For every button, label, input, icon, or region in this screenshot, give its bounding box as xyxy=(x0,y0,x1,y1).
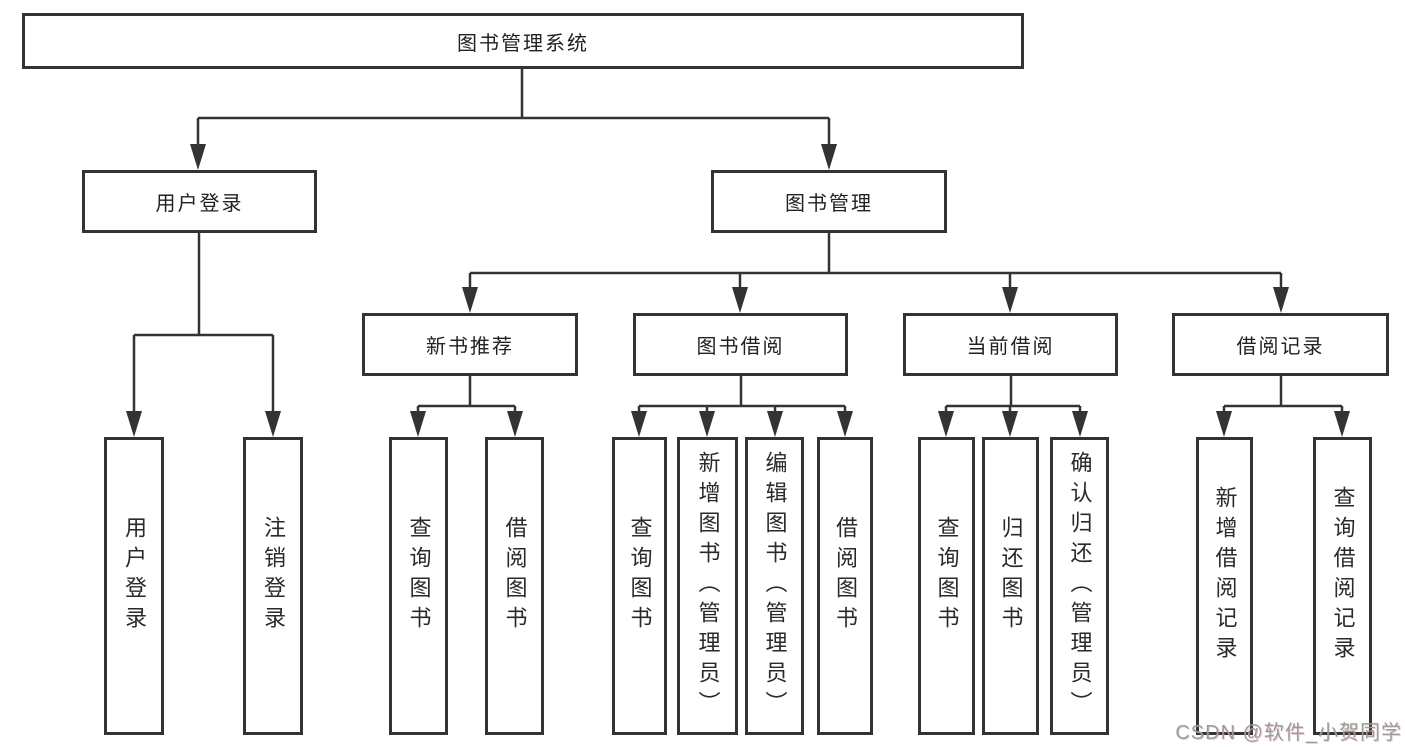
leaf-add-borrow-record: 新增借阅记录 xyxy=(1196,437,1253,735)
leaf-query-borrow-record: 查询借阅记录 xyxy=(1313,437,1372,735)
leaf-return-books: 归还图书 xyxy=(982,437,1039,735)
node-label: 借阅图书 xyxy=(502,516,528,636)
leaf-borrow-books-borrowing: 借阅图书 xyxy=(817,437,873,735)
node-label: 当前借阅 xyxy=(966,336,1055,358)
leaf-query-books-borrowing: 查询图书 xyxy=(612,437,667,735)
node-label: 借阅图书 xyxy=(833,516,858,636)
node-label: 归还图书 xyxy=(998,516,1024,636)
node-label: 确认归还（管理员） xyxy=(1067,451,1093,721)
leaf-logout: 注销登录 xyxy=(243,437,303,735)
leaf-edit-book-admin: 编辑图书（管理员） xyxy=(745,437,804,735)
node-library-management-system: 图书管理系统 xyxy=(22,13,1024,69)
node-label: 用户登录 xyxy=(122,516,147,636)
node-label: 新书推荐 xyxy=(426,336,514,358)
leaf-add-book-admin: 新增图书（管理员） xyxy=(677,437,738,735)
node-label: 查询图书 xyxy=(406,516,432,636)
leaf-confirm-return-admin: 确认归还（管理员） xyxy=(1050,437,1109,735)
node-label: 注销登录 xyxy=(261,516,286,636)
node-label: 查询借阅记录 xyxy=(1330,486,1356,666)
node-label: 查询图书 xyxy=(627,516,653,636)
node-label: 查询图书 xyxy=(934,516,960,636)
csdn-watermark: CSDN @软件_小贺同学 xyxy=(1175,722,1402,744)
node-label: 新增借阅记录 xyxy=(1212,486,1238,666)
node-label: 图书管理 xyxy=(785,193,873,215)
node-label: 用户登录 xyxy=(155,193,244,215)
node-new-book-recommendation: 新书推荐 xyxy=(362,313,578,376)
leaf-query-books-current: 查询图书 xyxy=(918,437,975,735)
leaf-borrow-books-recommend: 借阅图书 xyxy=(485,437,544,735)
node-label: 编辑图书（管理员） xyxy=(762,451,788,721)
leaf-user-login: 用户登录 xyxy=(104,437,164,735)
node-label: 图书借阅 xyxy=(696,336,785,358)
node-current-borrowing: 当前借阅 xyxy=(903,313,1118,376)
node-book-borrowing: 图书借阅 xyxy=(633,313,848,376)
node-label: 借阅记录 xyxy=(1236,336,1325,358)
node-label: 图书管理系统 xyxy=(457,32,589,55)
node-user-login: 用户登录 xyxy=(82,170,317,233)
leaf-query-books-recommend: 查询图书 xyxy=(389,437,448,735)
node-borrowing-records: 借阅记录 xyxy=(1172,313,1389,376)
node-label: 新增图书（管理员） xyxy=(695,451,721,721)
node-book-management: 图书管理 xyxy=(711,170,947,233)
